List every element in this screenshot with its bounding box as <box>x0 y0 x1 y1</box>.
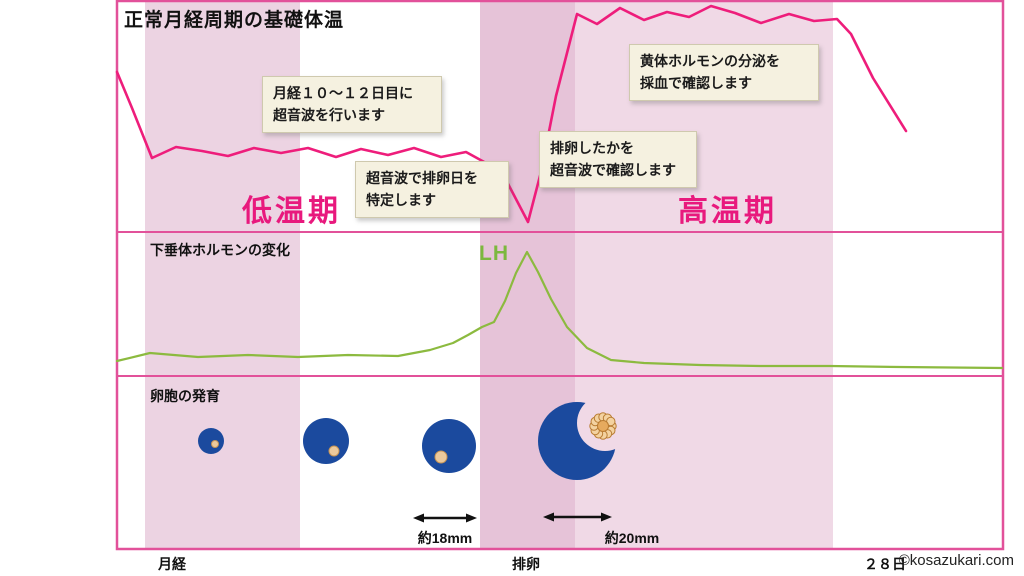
follicle-panel-label: 卵胞の発育 <box>150 388 220 404</box>
annotation-line: 超音波で排卵日を <box>366 170 478 186</box>
hormone-panel-label: 下垂体ホルモンの変化 <box>150 242 290 258</box>
annotation-ovulation-check: 排卵したかを 超音波で確認します <box>539 131 697 189</box>
annotation-ultrasound-days: 月経１０～１２日目に 超音波を行います <box>262 76 442 134</box>
oocyte-dot <box>328 445 340 457</box>
page-title: 正常月経周期の基礎体温 <box>124 10 345 31</box>
annotation-line: 排卵したかを <box>550 140 634 156</box>
follicle-circle <box>198 428 224 454</box>
annotation-ovulation-day: 超音波で排卵日を 特定します <box>355 161 509 219</box>
lh-peak-label: LH <box>479 242 509 265</box>
oocyte-dot <box>434 450 448 464</box>
annotation-progesterone-check: 黄体ホルモンの分泌を 採血で確認します <box>629 44 819 102</box>
follicle-size-18mm-label: 約18mm <box>417 530 473 546</box>
axis-label-menstruation: 月経 <box>158 556 186 572</box>
high-temp-phase-label: 高温期 <box>678 195 777 228</box>
follicle-size-20mm-label: 約20mm <box>604 530 660 546</box>
size-arrow <box>413 513 477 523</box>
oocyte-dot <box>211 440 219 448</box>
temperature-curve <box>115 4 908 224</box>
annotation-line: 超音波を行います <box>273 106 385 123</box>
copyright-text: ©kosazukari.com <box>898 552 1014 569</box>
follicle-circle <box>422 419 476 473</box>
annotation-line: 月経１０～１２日目に <box>273 85 413 101</box>
low-temp-phase-label: 低温期 <box>242 195 341 228</box>
annotation-line: 採血で確認します <box>640 74 752 91</box>
follicle-circle <box>303 418 349 464</box>
chart-frame <box>115 0 1005 551</box>
annotation-line: 特定します <box>366 191 436 208</box>
axis-label-day28: ２８日 <box>864 556 906 572</box>
annotation-line: 黄体ホルモンの分泌を <box>640 53 780 69</box>
annotation-line: 超音波で確認します <box>550 161 676 178</box>
lh-curve <box>115 250 1004 370</box>
ovum-icon <box>589 412 617 440</box>
size-arrow <box>543 512 612 522</box>
axis-label-ovulation: 排卵 <box>512 556 540 572</box>
